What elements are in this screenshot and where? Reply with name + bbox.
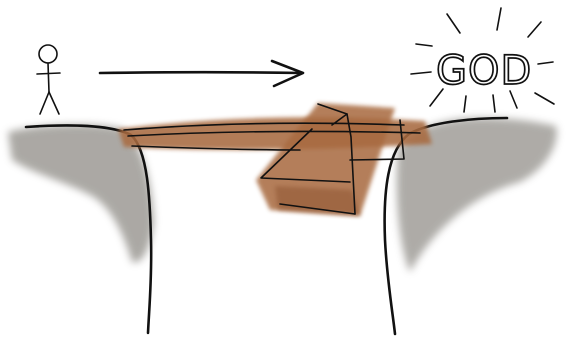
- left-cliff-shading: [8, 124, 154, 263]
- left-cliff: [8, 124, 154, 335]
- god-label: GOD: [436, 48, 532, 94]
- right-cliff-shading: [396, 117, 557, 272]
- cross-bridge-icon: [118, 103, 432, 216]
- stick-figure-icon: [36, 44, 61, 115]
- right-cliff-outline: [383, 116, 509, 336]
- left-cliff-outline: [24, 124, 153, 335]
- radiance-rays-icon: [410, 7, 555, 113]
- right-cliff: [383, 116, 557, 336]
- right-arrow-icon: [98, 59, 305, 88]
- cross-shadow-patch: [275, 186, 360, 216]
